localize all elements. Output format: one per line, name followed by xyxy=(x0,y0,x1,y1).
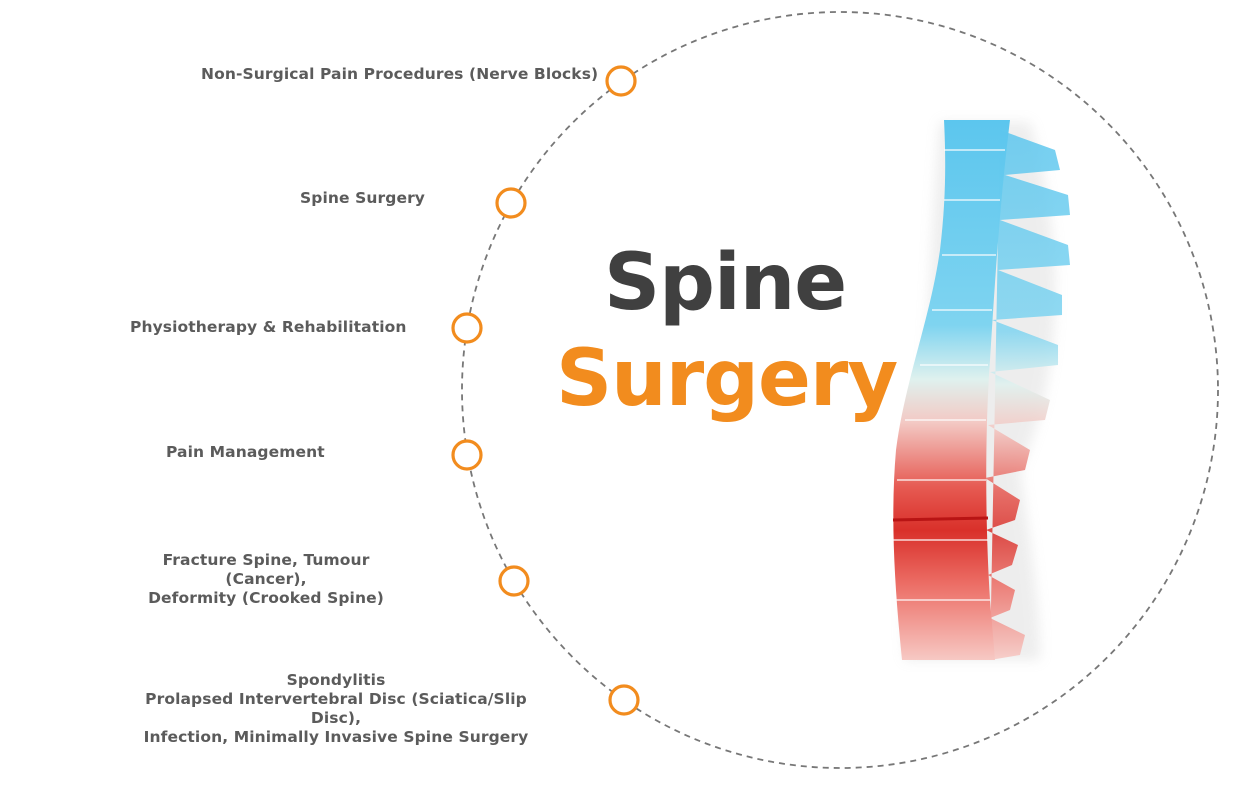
service-label-spondylitis: Spondylitis Prolapsed Intervertebral Dis… xyxy=(143,671,529,746)
injury-line xyxy=(892,516,989,522)
spine-illustration xyxy=(892,120,1070,660)
service-label-physiotherapy: Physiotherapy & Rehabilitation xyxy=(130,318,407,336)
service-label-spine-surgery: Spine Surgery xyxy=(300,189,426,207)
service-label-nerve-blocks: Non-Surgical Pain Procedures (Nerve Bloc… xyxy=(201,65,599,83)
node-marker-4 xyxy=(451,439,483,471)
node-marker-6 xyxy=(608,684,640,716)
vertebra-dividers xyxy=(893,149,1005,601)
node-marker-1 xyxy=(605,65,637,97)
service-label-pain-management: Pain Management xyxy=(166,443,325,461)
title-spine: Spine xyxy=(604,238,847,328)
node-markers xyxy=(451,65,640,716)
node-marker-5 xyxy=(498,565,530,597)
node-marker-3 xyxy=(451,312,483,344)
spine-processes xyxy=(985,130,1070,660)
service-label-fracture: Fracture Spine, Tumour (Cancer), Deformi… xyxy=(148,551,384,607)
node-marker-2 xyxy=(495,187,527,219)
title-surgery: Surgery xyxy=(556,334,898,424)
dashed-circle xyxy=(461,11,1219,769)
